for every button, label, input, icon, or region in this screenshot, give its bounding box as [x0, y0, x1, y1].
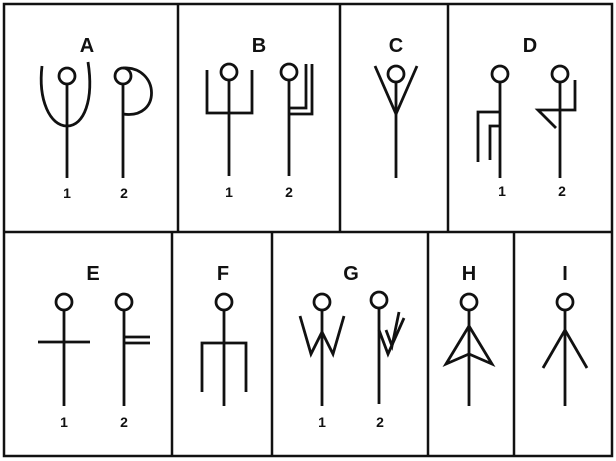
panel-e-label: E	[86, 263, 99, 285]
figure-a2	[115, 68, 152, 178]
panel-a-label: A	[80, 35, 94, 57]
panel-b-number-2: 2	[285, 184, 293, 200]
panel-h-label: H	[462, 263, 476, 285]
panel-g-number-2: 2	[376, 414, 384, 430]
panel-c: C	[375, 35, 417, 178]
panel-a-number-1: 1	[63, 185, 71, 201]
panel-d-number-2: 2	[558, 183, 566, 199]
panel-a-number-2: 2	[120, 185, 128, 201]
panel-i-label: I	[562, 263, 568, 285]
panel-d: D 1 2	[478, 35, 575, 199]
panel-e: E 1 2	[38, 263, 150, 430]
figure-d1	[478, 66, 508, 178]
panel-g-label: G	[343, 263, 359, 285]
panel-a: A 1 2	[41, 35, 151, 201]
figure-g1	[300, 294, 344, 406]
figure-f	[202, 294, 246, 406]
panel-grid	[4, 4, 612, 456]
panel-e-number-1: 1	[60, 414, 68, 430]
panel-g: G 1 2	[300, 263, 404, 430]
panel-d-number-1: 1	[498, 183, 506, 199]
panel-d-label: D	[523, 35, 537, 57]
panel-f-label: F	[217, 263, 229, 285]
figure-b2	[281, 64, 312, 176]
figure-g2	[371, 292, 404, 404]
panel-c-label: C	[389, 35, 403, 57]
figure-d2	[538, 66, 575, 178]
figure-i	[543, 294, 587, 406]
panel-b: B 1 2	[207, 35, 312, 200]
figure-a1	[41, 62, 90, 178]
panel-b-number-1: 1	[225, 184, 233, 200]
panel-i: I	[543, 263, 587, 406]
figure-b1	[207, 64, 252, 176]
panel-b-label: B	[252, 35, 266, 57]
figure-e2	[116, 294, 150, 406]
panel-g-number-1: 1	[318, 414, 326, 430]
figure-h	[446, 294, 492, 406]
figure-c	[375, 66, 417, 178]
figure-e1	[38, 294, 90, 406]
panel-e-number-2: 2	[120, 414, 128, 430]
panel-h: H	[446, 263, 492, 406]
panel-f: F	[202, 263, 246, 406]
